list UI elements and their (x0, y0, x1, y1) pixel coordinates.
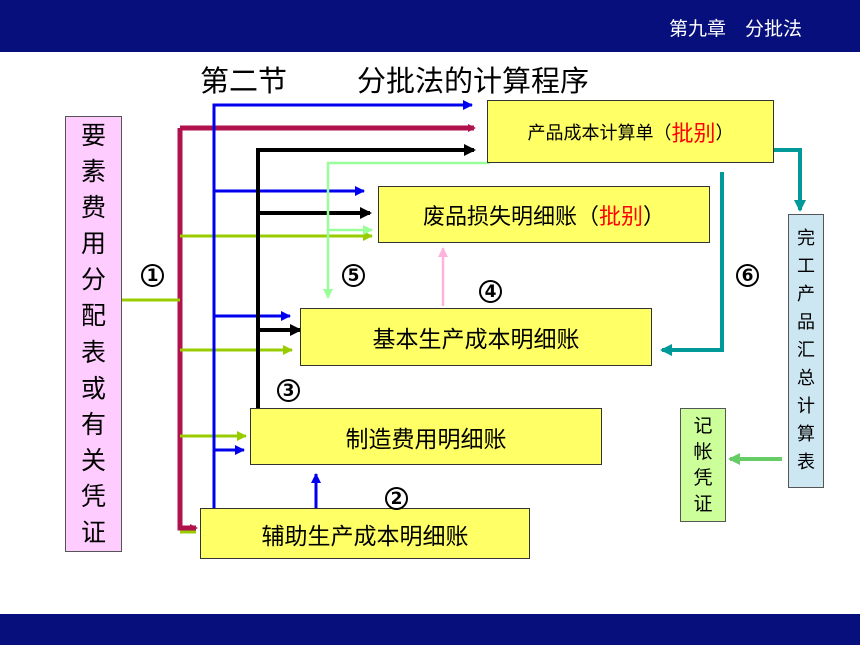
cost-sheet-box: 产品成本计算单（批别） (487, 100, 774, 163)
manufacturing-overhead-ledger-box: 制造费用明细账 (250, 408, 602, 465)
step-4-marker: 4 (479, 280, 502, 303)
accounting-voucher-box: 记 帐 凭 证 (680, 408, 726, 522)
step-1-marker: 1 (141, 264, 164, 287)
auxiliary-production-ledger-box: 辅助生产成本明细账 (200, 508, 530, 559)
scrap-loss-ledger-box: 废品损失明细账（批别） (378, 186, 710, 243)
step-5-marker: 5 (342, 264, 365, 287)
blue-arrows (212, 100, 473, 512)
footer-bar (0, 614, 860, 645)
step-2-marker: 2 (385, 487, 408, 510)
completed-products-summary-box: 完 工 产 品 汇 总 计 算 表 (788, 214, 824, 488)
olive-arrows (122, 231, 373, 534)
basic-production-ledger-box: 基本生产成本明细账 (300, 308, 652, 366)
crimson-arrows (177, 124, 476, 532)
header-bar: 第九章 分批法 (0, 0, 860, 52)
step-3-marker: 3 (277, 379, 300, 402)
source-vouchers-box: 要 素 费 用 分 配 表 或 有 关 凭 证 (65, 116, 122, 552)
slide-title: 第二节 分批法的计算程序 (200, 58, 589, 100)
section-label: 第二节 (200, 64, 288, 98)
step-6-marker: 6 (736, 264, 759, 287)
chapter-title: 第九章 分批法 (668, 18, 802, 40)
lightgreen-arrows (323, 161, 490, 299)
black-arrows (256, 144, 476, 408)
teal-arrows (660, 148, 806, 356)
title-main: 分批法的计算程序 (357, 64, 590, 98)
